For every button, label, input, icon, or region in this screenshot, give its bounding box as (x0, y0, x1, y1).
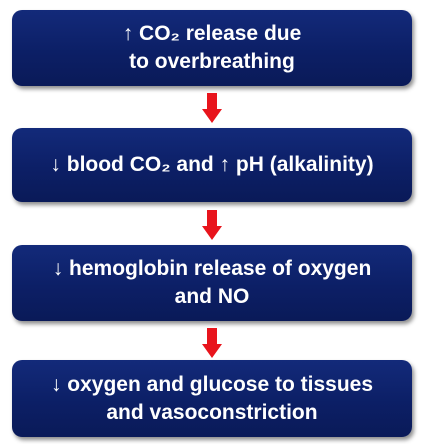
step-box-blood-co2-ph: ↓ blood CO₂ and ↑ pH (alkalinity) (12, 128, 412, 202)
down-arrow-icon (202, 93, 222, 123)
step-label-blood-co2-ph: ↓ blood CO₂ and ↑ pH (alkalinity) (50, 153, 374, 176)
down-arrow-icon (202, 210, 222, 240)
step-label-oxygen-glucose: ↓ oxygen and glucose to tissues and vaso… (50, 372, 374, 424)
step-label-hemoglobin-release: ↓ hemoglobin release of oxygen and NO (52, 257, 372, 308)
step-box-co2-release: ↑ CO₂ release due to overbreathing (12, 10, 412, 86)
step-label-co2-release: ↑ CO₂ release due to overbreathing (122, 22, 302, 73)
down-arrow-icon (202, 328, 222, 358)
step-box-oxygen-glucose: ↓ oxygen and glucose to tissues and vaso… (12, 360, 412, 437)
step-box-hemoglobin-release: ↓ hemoglobin release of oxygen and NO (12, 245, 412, 321)
